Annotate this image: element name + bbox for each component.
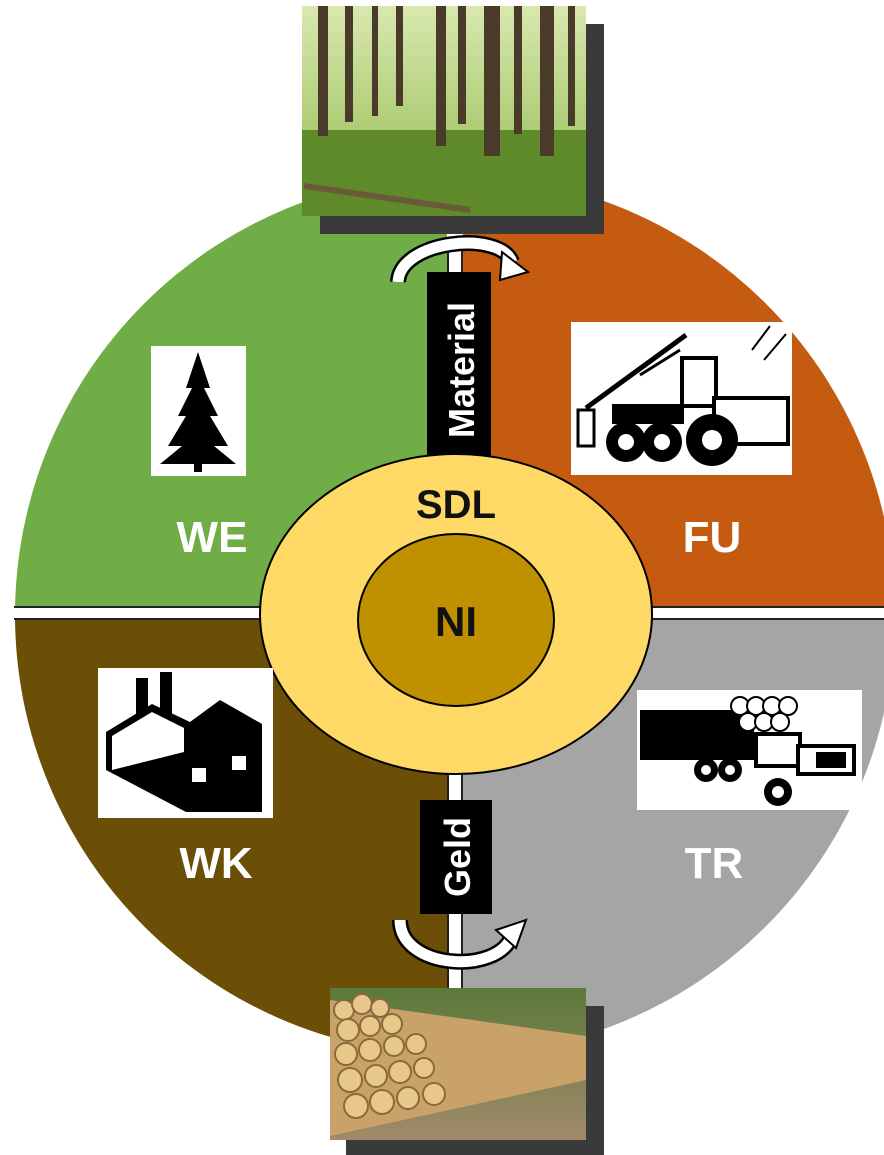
factory-icon (98, 668, 273, 818)
material-label: Material (441, 302, 482, 438)
ni-circle (357, 533, 555, 707)
wk-label: WK (179, 839, 253, 888)
top-flow-arrow-icon (390, 235, 531, 284)
sdl-label: SDL (416, 483, 496, 527)
tr-label: TR (685, 839, 744, 888)
geld-band (420, 800, 492, 914)
bottom-flow-arrow-icon (392, 918, 528, 970)
ni-label: NI (435, 598, 477, 645)
logging-truck-icon (637, 690, 862, 810)
forwarder-harvester-icon (571, 322, 792, 475)
fu-label: FU (683, 513, 742, 562)
geld-label: Geld (437, 817, 478, 897)
forest-photo (302, 6, 604, 234)
we-label: WE (177, 513, 248, 562)
material-band (427, 272, 491, 462)
log-pile-photo (330, 988, 604, 1155)
spruce-tree-icon (151, 346, 246, 476)
